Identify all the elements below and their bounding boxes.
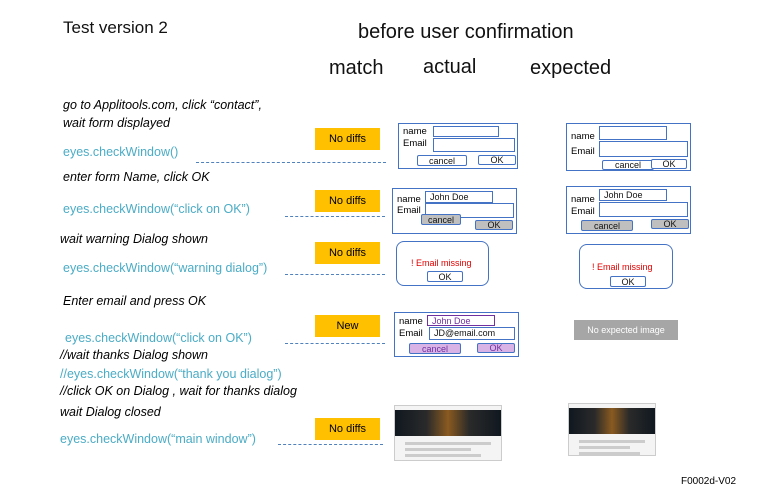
actual-form-empty: name Email cancel OK [398,123,518,169]
step-2-code: eyes.checkWindow(“click on OK”) [63,202,250,216]
name-label: name [571,131,595,142]
hero-banner [395,410,501,436]
step-1-line-2: wait form displayed [63,116,170,130]
step-4-code: eyes.checkWindow(“click on OK”) [65,331,252,345]
cancel-button[interactable]: cancel [409,343,461,354]
header-before-confirmation: before user confirmation [358,21,574,43]
ok-button[interactable]: OK [478,155,516,165]
header-expected: expected [530,57,612,79]
content-row [579,446,630,449]
expected-main-window-screenshot [568,403,656,456]
page-title: Test version 2 [63,18,168,37]
email-field[interactable] [599,202,688,217]
expected-warning-dialog: ! Email missing OK [579,244,673,289]
cancel-button[interactable]: cancel [421,214,461,225]
name-field[interactable]: John Doe [425,191,493,203]
email-label: Email [571,206,595,217]
dialog-ok-button[interactable]: OK [427,271,463,282]
name-field[interactable] [599,126,667,140]
connector-line-5 [278,444,383,445]
connector-line-3 [285,274,385,275]
figure-code: F0002d-V02 [681,476,737,487]
step-2-text: enter form Name, click OK [63,170,210,184]
content-row [405,454,481,457]
connector-line-1 [196,162,386,163]
step-4-comment-1: //wait thanks Dialog shown [60,348,208,362]
actual-form-email-filled: name Email John Doe JD@email.com cancel … [394,312,519,357]
match-badge-5: No diffs [315,418,380,440]
ok-button[interactable]: OK [475,220,513,230]
step-4-text: Enter email and press OK [63,294,207,308]
content-row [405,442,491,445]
error-message: ! Email missing [592,262,653,272]
step-5-code: eyes.checkWindow(“main window”) [60,432,256,446]
cancel-button[interactable]: cancel [602,160,654,170]
header-actual: actual [423,56,477,78]
dialog-ok-button[interactable]: OK [610,276,646,287]
no-expected-image: No expected image [574,320,678,340]
email-label: Email [397,205,421,216]
cancel-button[interactable]: cancel [581,220,633,231]
email-label: Email [403,138,427,149]
connector-line-2 [285,216,385,217]
step-4-comment-2: //eyes.checkWindow(“thank you dialog”) [60,367,282,381]
ok-button[interactable]: OK [651,159,687,169]
actual-warning-dialog: ! Email missing OK [396,241,489,286]
match-badge-1: No diffs [315,128,380,150]
content-row [579,440,645,443]
hero-banner [569,408,655,434]
ok-button[interactable]: OK [477,343,515,353]
connector-line-4 [285,343,385,344]
expected-form-empty: name Email cancel OK [566,123,691,171]
email-label: Email [399,328,423,339]
step-4-comment-3: //click OK on Dialog , wait for thanks d… [60,384,297,398]
name-label: name [571,194,595,205]
match-badge-3: No diffs [315,242,380,264]
content-row [405,448,471,451]
match-badge-4: New [315,315,380,337]
error-message: ! Email missing [411,258,472,268]
name-field[interactable]: John Doe [427,315,495,326]
cancel-button[interactable]: cancel [417,155,467,166]
name-label: name [397,194,421,205]
name-field[interactable]: John Doe [599,189,667,201]
step-3-text: wait warning Dialog shown [60,232,208,246]
content-row [579,452,640,455]
email-label: Email [571,146,595,157]
step-1-line-1: go to Applitools.com, click “contact”, [63,98,262,112]
ok-button[interactable]: OK [651,219,689,229]
actual-form-name-filled: name Email John Doe cancel OK [392,188,517,234]
step-5-text: wait Dialog closed [60,405,161,419]
email-field[interactable] [599,141,688,157]
header-match: match [329,57,384,79]
actual-main-window-screenshot [394,405,502,461]
expected-form-name-filled: name Email John Doe cancel OK [566,186,691,234]
email-field[interactable]: JD@email.com [429,327,515,340]
step-3-code: eyes.checkWindow(“warning dialog”) [63,261,268,275]
name-label: name [403,126,427,137]
email-field[interactable] [433,138,515,152]
match-badge-2: No diffs [315,190,380,212]
name-field[interactable] [433,126,499,137]
step-1-code: eyes.checkWindow() [63,145,179,159]
name-label: name [399,316,423,327]
